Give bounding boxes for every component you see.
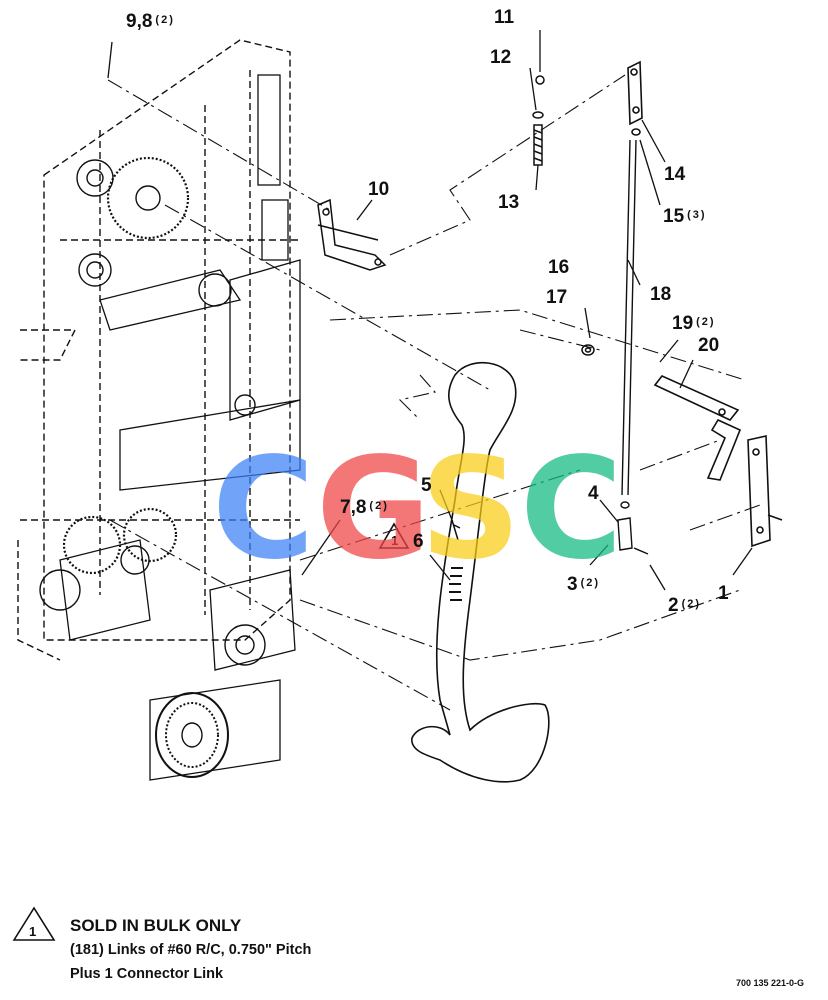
callout-10: 10: [368, 179, 390, 200]
gear-cluster-lower: [39, 507, 266, 666]
watermark-letter-4: C: [520, 428, 623, 591]
frame-assembly: [17, 39, 300, 661]
sprocket-middle: [78, 253, 256, 416]
callout-1: 1: [718, 583, 729, 604]
arm-20: [653, 375, 742, 481]
plate-1: [747, 435, 783, 548]
callout-12: 12: [490, 47, 512, 68]
callout-7-8: 7,8(2): [340, 497, 389, 518]
callout-19: 19(2): [672, 313, 716, 334]
watermark-letter-2: G: [316, 428, 431, 591]
frame-detail: [59, 74, 301, 781]
callout-9-8: 9,8(2): [126, 11, 175, 32]
note-title: SOLD IN BULK ONLY: [70, 916, 242, 935]
callout-20: 20: [698, 335, 720, 356]
alignment-lines: [107, 74, 761, 711]
bulk-note-marker: 1: [378, 522, 410, 549]
leader-lines: [107, 30, 753, 591]
bushing-17: [581, 344, 595, 356]
callout-15: 15(3): [663, 206, 707, 227]
callout-11: 11: [494, 7, 515, 28]
callout-5: 5: [421, 475, 432, 496]
callout-3: 3(2): [567, 574, 601, 595]
note-line-1: (181) Links of #60 R/C, 0.750" Pitch: [70, 942, 312, 958]
bolt-13: [532, 75, 545, 166]
callout-4: 4: [588, 483, 599, 504]
callout-13: 13: [498, 192, 520, 213]
callout-6: 6: [413, 531, 424, 552]
pin-2: [633, 547, 649, 555]
callout-2: 2(2): [668, 595, 702, 616]
watermark-letter-3: S: [420, 428, 521, 591]
note-triangle-icon: 1: [12, 906, 56, 941]
callout-16: 16: [548, 257, 570, 278]
chain-loop: [411, 361, 550, 783]
callout-18: 18: [650, 284, 672, 305]
bracket-10: [317, 198, 387, 271]
sprocket-upper: [76, 156, 190, 240]
upper-bracket-14: [627, 60, 643, 136]
callout-14: 14: [664, 164, 686, 185]
watermark-letter-1: C: [212, 428, 315, 591]
svg-text:1: 1: [391, 533, 398, 548]
note-symbol: 1: [29, 924, 36, 939]
drawing-number: 700 135 221-0-G: [736, 978, 805, 988]
rod-18: [617, 139, 637, 551]
note-line-2: Plus 1 Connector Link: [70, 966, 224, 982]
callout-17: 17: [546, 287, 568, 308]
wheel-bottom: [155, 692, 229, 778]
